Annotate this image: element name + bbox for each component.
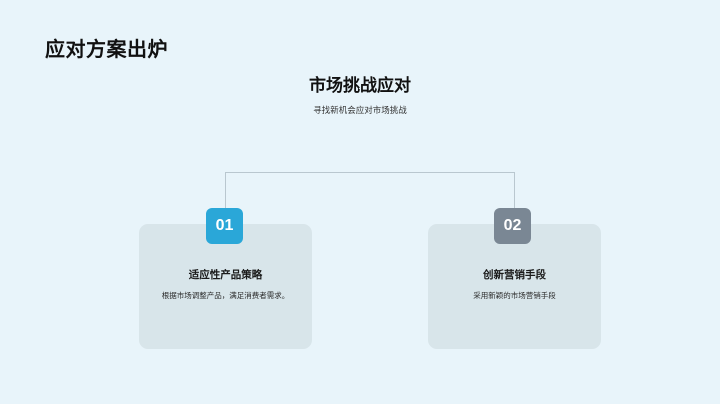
section-heading: 市场挑战应对 — [309, 76, 411, 96]
number-badge-01: 01 — [206, 208, 243, 244]
connector-line-right — [514, 172, 515, 208]
page-title: 应对方案出炉 — [45, 37, 168, 61]
strategy-card-1: 适应性产品策略 根据市场调整产品，满足消费者需求。 — [139, 224, 312, 349]
number-badge-02: 02 — [494, 208, 531, 244]
connector-line-horizontal — [225, 172, 515, 173]
section-subheading: 寻找新机会应对市场挑战 — [313, 106, 407, 116]
strategy-card-2: 创新营销手段 采用新颖的市场营销手段 — [428, 224, 601, 349]
connector-line-left — [225, 172, 226, 208]
card-description: 采用新颖的市场营销手段 — [473, 291, 556, 300]
card-title: 适应性产品策略 — [188, 269, 263, 281]
card-title: 创新营销手段 — [483, 269, 546, 281]
card-description: 根据市场调整产品，满足消费者需求。 — [161, 291, 290, 300]
